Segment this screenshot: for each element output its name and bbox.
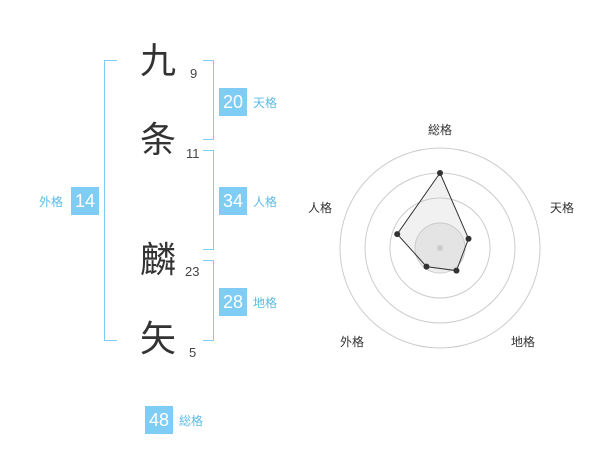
soukaku-badge: 48 [145, 406, 173, 434]
radar-point-5 [394, 231, 401, 238]
radar-ring [339, 147, 541, 349]
radar-axis-label-chikaku: 地格 [511, 335, 536, 349]
name-char-1: 九 [140, 41, 177, 82]
name-char-2: 条 [140, 120, 177, 161]
radar-axis-label-tenkaku: 天格 [550, 201, 575, 215]
name-char-4: 矢 [140, 319, 177, 360]
stroke-count-3: 23 [185, 264, 200, 279]
stroke-count-4: 5 [189, 345, 197, 360]
chikaku-label: 地格 [253, 296, 278, 310]
tenkaku-bracket [203, 60, 214, 140]
chikaku-bracket [203, 260, 214, 341]
gaikaku-bracket [104, 60, 117, 341]
tenkaku-badge: 20 [219, 88, 247, 116]
gaikaku-label: 外格 [39, 195, 64, 209]
tenkaku-label: 天格 [253, 96, 278, 110]
radar-center [437, 245, 443, 251]
radar-series-line [396, 171, 470, 272]
jinkaku-badge: 34 [219, 187, 247, 215]
radar-point-1 [437, 170, 443, 176]
jinkaku-bracket [203, 150, 214, 250]
radar-axis-label-gaikaku: 外格 [340, 335, 365, 349]
radar-point-3 [453, 267, 460, 274]
radar-ring [389, 197, 491, 299]
radar-point-2 [465, 235, 472, 242]
stroke-count-2: 11 [186, 146, 200, 161]
radar-axis-label-soukaku: 総格 [428, 123, 453, 137]
chikaku-badge: 28 [219, 288, 247, 316]
gaikaku-badge: 14 [71, 187, 99, 215]
jinkaku-label: 人格 [253, 195, 278, 209]
stroke-count-1: 9 [190, 66, 198, 81]
soukaku-label: 総格 [179, 414, 204, 428]
name-char-3: 麟 [140, 240, 177, 281]
radar-axis-label-jinkaku: 人格 [308, 201, 333, 215]
radar-point-4 [423, 263, 430, 270]
